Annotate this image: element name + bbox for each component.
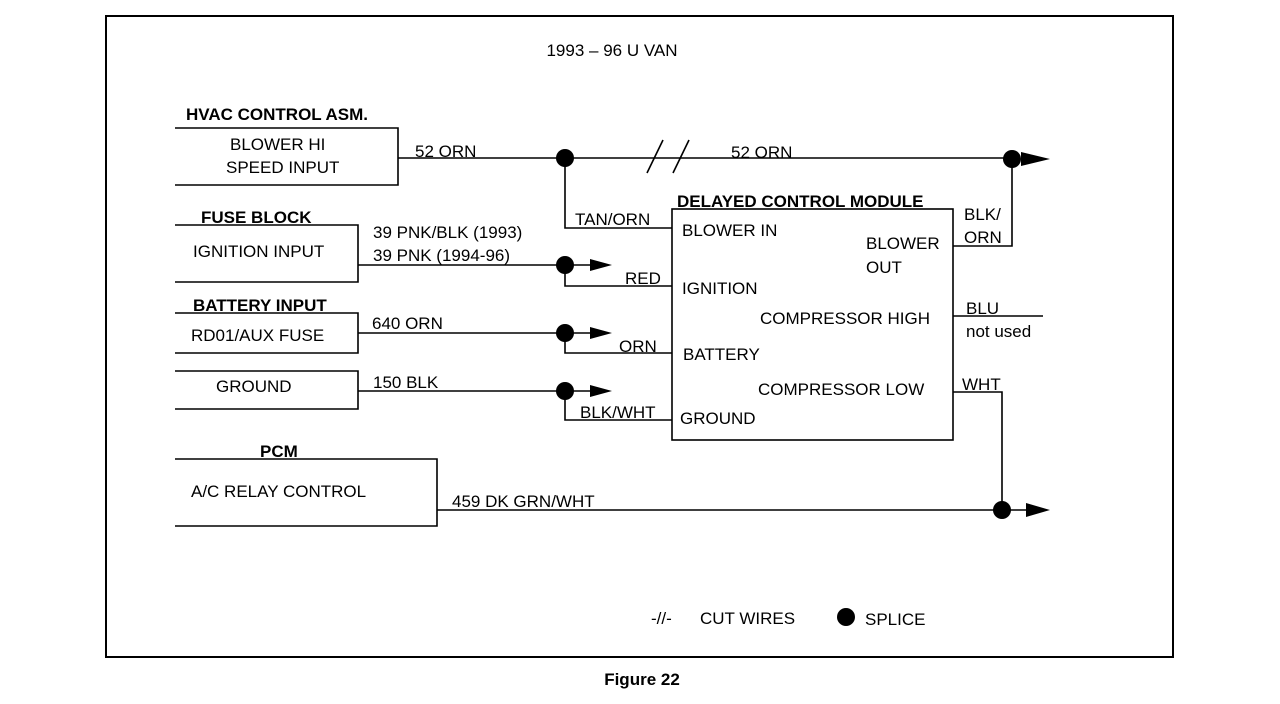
arrow-right-icon bbox=[1021, 152, 1050, 166]
output-blk-orn-1: BLK/ bbox=[964, 205, 1001, 224]
fuse-label: IGNITION INPUT bbox=[193, 242, 324, 261]
legend-cut-symbol: -//- bbox=[651, 609, 672, 628]
battery-label: RD01/AUX FUSE bbox=[191, 326, 324, 345]
wire-wht bbox=[953, 391, 1003, 510]
arrow-right-icon bbox=[590, 327, 612, 339]
diagram-frame bbox=[105, 15, 1174, 658]
fuse-box bbox=[175, 224, 359, 283]
wire-blk-orn bbox=[953, 159, 1013, 247]
cut-mark bbox=[646, 139, 664, 174]
pcm-label: A/C RELAY CONTROL bbox=[191, 482, 366, 501]
output-blu: BLU bbox=[966, 299, 999, 318]
splice-icon bbox=[837, 608, 855, 626]
wire-blk-wht bbox=[564, 391, 672, 421]
hvac-branch-label: TAN/ORN bbox=[575, 210, 650, 229]
hvac-line2: SPEED INPUT bbox=[226, 158, 339, 177]
module-ground: GROUND bbox=[680, 409, 756, 428]
ground-box bbox=[175, 370, 359, 410]
fuse-header: FUSE BLOCK bbox=[201, 208, 312, 227]
legend-splice-label: SPLICE bbox=[865, 610, 925, 629]
hvac-header: HVAC CONTROL ASM. bbox=[186, 105, 368, 124]
wire-red bbox=[564, 265, 672, 287]
pcm-header: PCM bbox=[260, 442, 298, 461]
fuse-wire1-label: 39 PNK/BLK (1993) bbox=[373, 223, 522, 242]
module-comp-low: COMPRESSOR LOW bbox=[758, 380, 924, 399]
pcm-box bbox=[175, 458, 438, 527]
module-blower-out-2: OUT bbox=[866, 258, 902, 277]
figure-caption: Figure 22 bbox=[604, 670, 680, 689]
output-blk-orn-2: ORN bbox=[964, 228, 1002, 247]
arrow-right-icon bbox=[590, 385, 612, 397]
battery-wire-label: 640 ORN bbox=[372, 314, 443, 333]
wire-tan-orn bbox=[564, 158, 672, 229]
module-box bbox=[671, 208, 954, 441]
module-blower-in: BLOWER IN bbox=[682, 221, 777, 240]
legend-cut-label: CUT WIRES bbox=[700, 609, 795, 628]
hvac-wire-label: 52 ORN bbox=[415, 142, 476, 161]
diagram-title: 1993 – 96 U VAN bbox=[546, 41, 677, 60]
hvac-wire-right-label: 52 ORN bbox=[731, 143, 792, 162]
arrow-right-icon bbox=[590, 259, 612, 271]
ground-branch-label: BLK/WHT bbox=[580, 403, 656, 422]
hvac-line1: BLOWER HI bbox=[230, 135, 325, 154]
pcm-wire-label: 459 DK GRN/WHT bbox=[452, 492, 595, 511]
fuse-wire2-label: 39 PNK (1994-96) bbox=[373, 246, 510, 265]
cut-mark bbox=[672, 139, 690, 174]
fuse-branch-label: RED bbox=[625, 269, 661, 288]
module-header: DELAYED CONTROL MODULE bbox=[677, 192, 924, 211]
module-blower-out-1: BLOWER bbox=[866, 234, 940, 253]
battery-header: BATTERY INPUT bbox=[193, 296, 327, 315]
output-not-used: not used bbox=[966, 322, 1031, 341]
module-comp-high: COMPRESSOR HIGH bbox=[760, 309, 930, 328]
module-battery: BATTERY bbox=[683, 345, 760, 364]
hvac-box bbox=[175, 127, 399, 186]
arrow-right-icon bbox=[1026, 503, 1050, 517]
wire-orn bbox=[564, 333, 672, 354]
ground-label: GROUND bbox=[216, 377, 292, 396]
battery-branch-label: ORN bbox=[619, 337, 657, 356]
module-ignition: IGNITION bbox=[682, 279, 758, 298]
output-wht: WHT bbox=[962, 375, 1001, 394]
ground-wire-label: 150 BLK bbox=[373, 373, 439, 392]
